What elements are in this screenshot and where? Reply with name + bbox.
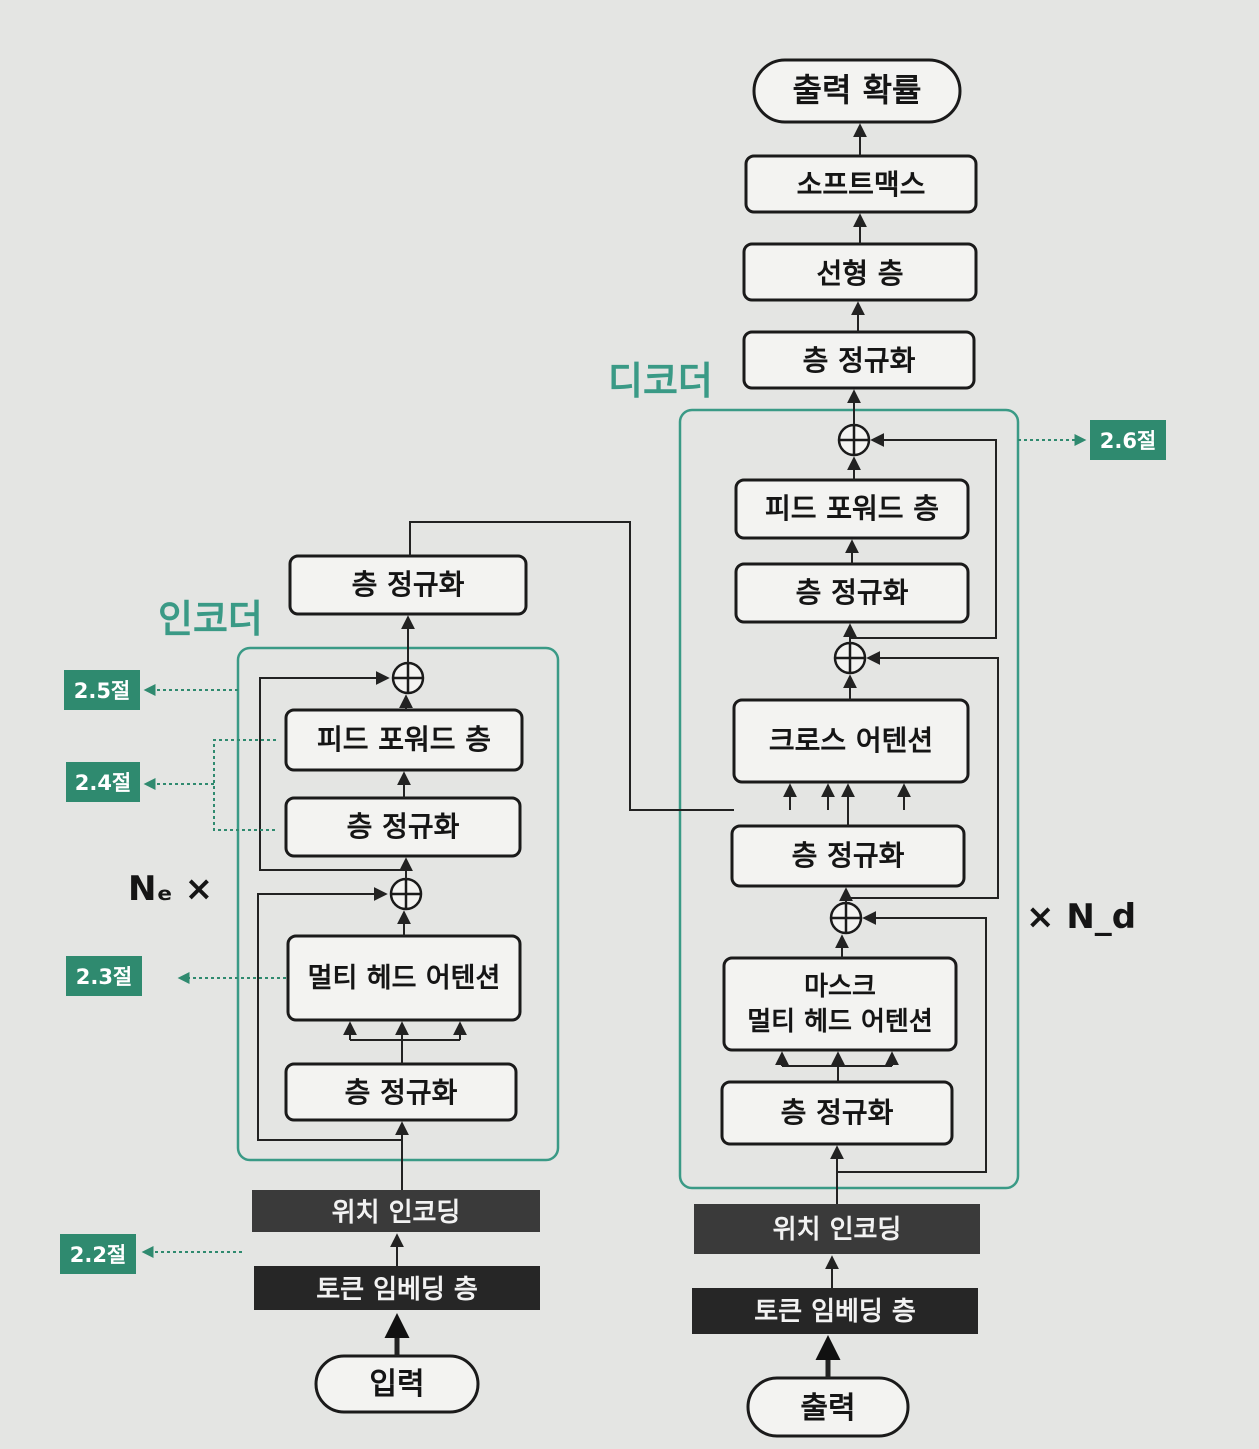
decoder-positional-encoding: 위치 인코딩 xyxy=(694,1204,980,1254)
encoder-layer-norm-1-label: 층 정규화 xyxy=(345,1076,458,1109)
encoder-pos-enc-label: 위치 인코딩 xyxy=(332,1198,461,1228)
decoder-masked-label-line2: 멀티 헤드 어텐션 xyxy=(747,1007,933,1037)
encoder-layer-norm-2-label: 층 정규화 xyxy=(347,810,460,843)
decoder-token-embedding: 토큰 임베딩 층 xyxy=(692,1288,978,1334)
encoder-token-embedding: 토큰 임베딩 층 xyxy=(254,1266,540,1310)
decoder-layer-norm-1-label: 층 정규화 xyxy=(781,1096,894,1129)
section-tag-2-3: 2.3절 xyxy=(66,956,142,996)
encoder-group-border xyxy=(236,646,560,1162)
encoder-feed-forward: 피드 포워드 층 xyxy=(284,708,524,772)
encoder-feed-forward-label: 피드 포워드 층 xyxy=(317,723,491,756)
encoder-layer-norm-out: 층 정규화 xyxy=(288,554,528,616)
encoder-add-1-icon xyxy=(389,877,423,911)
encoder-input-label: 입력 xyxy=(369,1367,424,1402)
decoder-layer-norm-2-label: 층 정규화 xyxy=(792,839,905,872)
encoder-layer-norm-1: 층 정규화 xyxy=(284,1062,518,1122)
decoder-softmax: 소프트맥스 xyxy=(744,154,978,214)
encoder-multi-head-attention: 멀티 헤드 어텐션 xyxy=(286,934,522,1022)
section-tag-2-5-label: 2.5절 xyxy=(74,679,131,703)
decoder-output-prob-label: 출력 확률 xyxy=(793,71,922,109)
decoder-title: 디코더 xyxy=(608,359,713,403)
decoder-add-2-icon xyxy=(833,641,867,675)
decoder-output-input: 출력 xyxy=(746,1376,910,1438)
encoder-token-emb-label: 토큰 임베딩 층 xyxy=(316,1275,478,1305)
encoder-positional-encoding: 위치 인코딩 xyxy=(252,1190,540,1232)
section-tag-2-2-label: 2.2절 xyxy=(70,1243,127,1267)
section-tag-2-6: 2.6절 xyxy=(1090,420,1166,460)
encoder-input: 입력 xyxy=(314,1354,480,1414)
decoder-layer-norm-3-label: 층 정규화 xyxy=(796,576,909,609)
decoder-linear-layer: 선형 층 xyxy=(742,242,978,302)
decoder-feed-forward-label: 피드 포워드 층 xyxy=(765,492,939,525)
section-tag-2-4-label: 2.4절 xyxy=(75,771,132,795)
encoder-repeat-label: Nₑ × xyxy=(128,869,213,909)
decoder-output-probabilities: 출력 확률 xyxy=(752,58,962,124)
decoder-repeat-label: × N_d xyxy=(1026,897,1136,937)
decoder-layer-norm-3: 층 정규화 xyxy=(734,562,970,624)
decoder-add-1-icon xyxy=(829,901,863,935)
decoder-masked-label-line1: 마스크 xyxy=(804,972,876,1002)
section-tag-2-2: 2.2절 xyxy=(60,1234,136,1274)
decoder-cross-attention-label: 크로스 어텐션 xyxy=(769,724,933,757)
decoder-add-3-icon xyxy=(837,423,871,457)
section-tag-2-4: 2.4절 xyxy=(66,762,140,802)
decoder-group-border xyxy=(678,408,1020,1190)
section-leaders xyxy=(141,434,1087,1258)
decoder-masked-multi-head-attention: 마스크 멀티 헤드 어텐션 xyxy=(722,956,958,1052)
decoder-pos-enc-label: 위치 인코딩 xyxy=(773,1215,902,1245)
decoder-connectors xyxy=(775,123,999,1378)
decoder-layer-norm-1: 층 정규화 xyxy=(720,1080,954,1146)
encoder-title: 인코더 xyxy=(158,597,263,641)
encoder-layer-norm-out-label: 층 정규화 xyxy=(352,568,465,601)
decoder-layer-norm-2: 층 정규화 xyxy=(730,824,966,888)
decoder-layer-norm-out-label: 층 정규화 xyxy=(803,344,916,377)
section-tag-2-5: 2.5절 xyxy=(64,670,140,710)
encoder-connectors xyxy=(257,521,734,1356)
decoder-softmax-label: 소프트맥스 xyxy=(797,168,926,201)
decoder-layer-norm-out: 층 정규화 xyxy=(742,330,976,390)
decoder-feed-forward: 피드 포워드 층 xyxy=(734,478,970,540)
decoder-cross-attention: 크로스 어텐션 xyxy=(732,698,970,784)
section-tag-2-3-label: 2.3절 xyxy=(76,965,133,989)
decoder-token-emb-label: 토큰 임베딩 층 xyxy=(754,1297,916,1327)
encoder-add-2-icon xyxy=(391,661,425,695)
encoder-layer-norm-2: 층 정규화 xyxy=(284,796,522,858)
section-tag-2-6-label: 2.6절 xyxy=(1100,429,1157,453)
decoder-linear-label: 선형 층 xyxy=(816,257,903,290)
decoder-output-label: 출력 xyxy=(800,1391,855,1426)
encoder-mha-label: 멀티 헤드 어텐션 xyxy=(308,963,501,994)
